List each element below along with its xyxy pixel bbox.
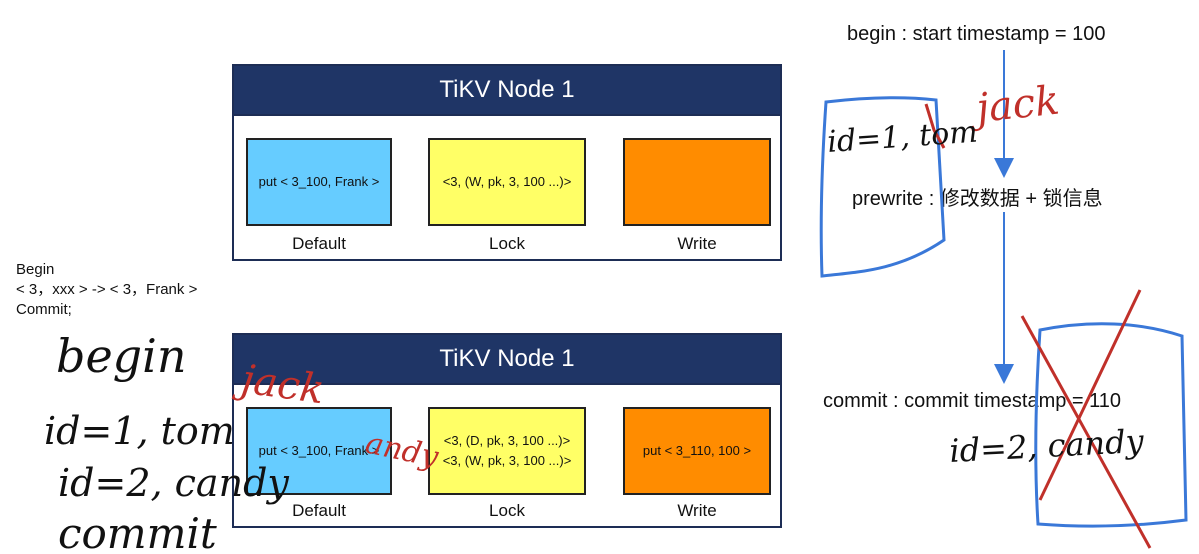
red-jack-top: jack xyxy=(966,78,1061,133)
lock-cf-label: Lock xyxy=(489,501,525,520)
step-begin: begin : start timestamp = 100 xyxy=(847,23,1106,45)
sql-commit: Commit; xyxy=(16,301,72,318)
write-cf-box: put < 3_110, 100 > xyxy=(623,407,771,495)
lock-cf-label: Lock xyxy=(489,234,525,253)
default-cf-entry: put < 3_100, Frank > xyxy=(258,443,380,458)
tikv-node-top: TiKV Node 1 put < 3_100, Frank > <3, (W,… xyxy=(232,64,782,261)
write-cf-box xyxy=(623,138,771,226)
default-cf-box: put < 3_100, Frank > xyxy=(246,407,392,495)
step-commit: commit : commit timestamp = 110 xyxy=(823,390,1122,412)
node-body: put < 3_100, Frank > <3, (D, pk, 3, 100 … xyxy=(234,383,780,526)
hw-right-top: id=1, tom xyxy=(826,115,979,160)
sql-update: < 3，xxx > -> < 3，Frank > xyxy=(16,281,198,298)
default-cf-label: Default xyxy=(292,501,346,520)
write-cf-label: Write xyxy=(677,501,717,520)
red-mark xyxy=(924,103,946,149)
write-cf-entry: put < 3_110, 100 > xyxy=(642,443,752,458)
red-cross-a xyxy=(1020,315,1152,549)
blue-box-bottom xyxy=(1034,322,1188,528)
sql-transaction: Begin < 3，xxx > -> < 3，Frank > Commit; xyxy=(16,260,197,320)
hw-left-id1: id=1, tom xyxy=(44,409,235,453)
default-cf-label: Default xyxy=(292,234,346,253)
lock-cf-box: <3, (W, pk, 3, 100 ...)> xyxy=(428,138,586,226)
node-title: TiKV Node 1 xyxy=(234,335,780,383)
lock-cf-entry: <3, (W, pk, 3, 100 ...)> xyxy=(442,174,572,189)
lock-cf-entry-write: <3, (W, pk, 3, 100 ...)> xyxy=(442,453,572,468)
node-body: put < 3_100, Frank > <3, (W, pk, 3, 100 … xyxy=(234,114,780,259)
step-prewrite: prewrite : 修改数据 + 锁信息 xyxy=(852,188,1103,210)
lock-cf-entry-delete: <3, (D, pk, 3, 100 ...)> xyxy=(443,433,571,448)
sql-begin: Begin xyxy=(16,261,55,278)
hw-left-commit: commit xyxy=(58,509,217,554)
default-cf-box: put < 3_100, Frank > xyxy=(246,138,392,226)
tikv-node-bottom: TiKV Node 1 put < 3_100, Frank > <3, (D,… xyxy=(232,333,782,528)
hw-left-begin: begin xyxy=(56,329,186,383)
default-cf-entry: put < 3_100, Frank > xyxy=(258,174,380,189)
lock-cf-box: <3, (D, pk, 3, 100 ...)> <3, (W, pk, 3, … xyxy=(428,407,586,495)
node-title: TiKV Node 1 xyxy=(234,66,780,114)
hw-right-bottom: id=2, candy xyxy=(948,422,1145,470)
write-cf-label: Write xyxy=(677,234,717,253)
